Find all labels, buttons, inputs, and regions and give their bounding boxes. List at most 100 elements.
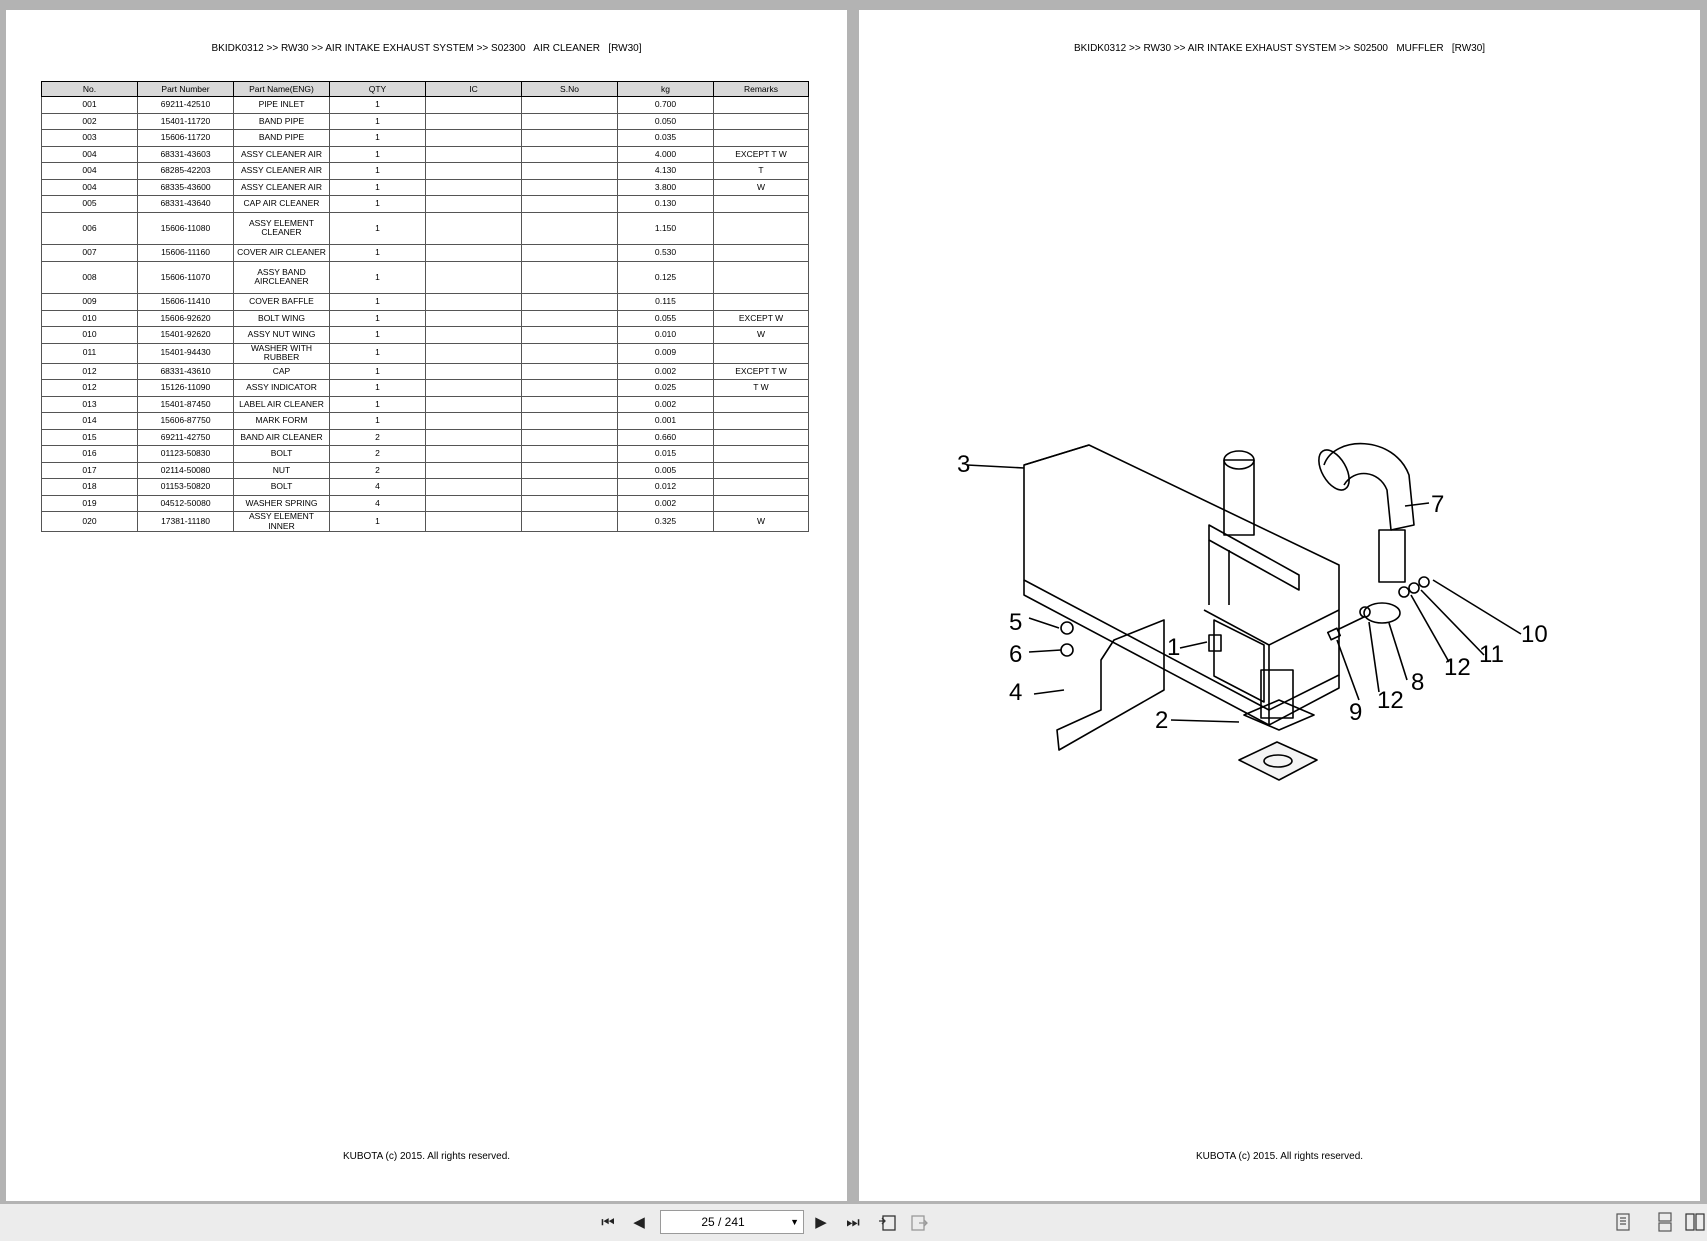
table-cell: 2: [329, 461, 426, 479]
viewer-toolbar: ⏮ ◀ 25 / 241 ▼ ▶ ⏭: [0, 1204, 1707, 1241]
table-cell: 68331-43610: [137, 362, 234, 380]
table-cell: [521, 178, 618, 196]
table-cell: [425, 478, 522, 496]
left-page: BKIDK0312 >> RW30 >> AIR INTAKE EXHAUST …: [6, 10, 847, 1201]
table-cell: 1: [329, 244, 426, 262]
table-cell: [713, 112, 809, 130]
table-cell: 1: [329, 178, 426, 196]
table-cell: [521, 511, 618, 532]
table-cell: [521, 379, 618, 397]
single-page-icon[interactable]: [1612, 1211, 1634, 1233]
table-cell: [521, 129, 618, 147]
fit-page-icon[interactable]: [876, 1211, 898, 1233]
table-cell: [521, 494, 618, 512]
table-cell: [713, 428, 809, 446]
table-cell: [713, 445, 809, 463]
table-cell: 1: [329, 129, 426, 147]
table-cell: [521, 96, 618, 114]
table-cell: 4: [329, 494, 426, 512]
table-cell: 001: [41, 96, 138, 114]
table-cell: 0.015: [617, 445, 714, 463]
table-cell: 016: [41, 445, 138, 463]
chevron-down-icon[interactable]: ▼: [790, 1217, 799, 1227]
table-cell: 17381-11180: [137, 511, 234, 532]
table-cell: [521, 211, 618, 245]
continuous-icon[interactable]: [1654, 1211, 1676, 1233]
table-cell: [521, 244, 618, 262]
table-cell: 4.130: [617, 162, 714, 180]
callout-6: 6: [1009, 641, 1022, 668]
table-cell: 15606-87750: [137, 412, 234, 430]
table-cell: 0.005: [617, 461, 714, 479]
table-cell: 68331-43603: [137, 145, 234, 163]
table-cell: 69211-42510: [137, 96, 234, 114]
table-cell: 04512-50080: [137, 494, 234, 512]
table-cell: 15606-11070: [137, 260, 234, 294]
table-cell: [425, 211, 522, 245]
table-cell: [425, 129, 522, 147]
table-cell: 1: [329, 395, 426, 413]
table-cell: 008: [41, 260, 138, 294]
table-cell: 012: [41, 362, 138, 380]
column-header: No.: [41, 81, 138, 97]
table-cell: 1: [329, 96, 426, 114]
table-cell: 006: [41, 211, 138, 245]
table-cell: 004: [41, 178, 138, 196]
table-cell: BAND PIPE: [233, 112, 330, 130]
table-cell: 014: [41, 412, 138, 430]
first-page-icon[interactable]: ⏮: [601, 1213, 615, 1231]
table-cell: [425, 309, 522, 327]
table-cell: [521, 195, 618, 213]
table-cell: 002: [41, 112, 138, 130]
table-cell: [713, 260, 809, 294]
table-cell: [521, 145, 618, 163]
table-cell: 0.002: [617, 362, 714, 380]
table-cell: [521, 342, 618, 364]
table-cell: [425, 195, 522, 213]
table-cell: 011: [41, 342, 138, 364]
table-cell: [425, 260, 522, 294]
table-cell: 68285-42203: [137, 162, 234, 180]
table-cell: BOLT: [233, 445, 330, 463]
table-cell: 018: [41, 478, 138, 496]
table-cell: W: [713, 511, 809, 532]
table-cell: [425, 362, 522, 380]
left-page-header: BKIDK0312 >> RW30 >> AIR INTAKE EXHAUST …: [211, 43, 642, 54]
table-cell: COVER AIR CLEANER: [233, 244, 330, 262]
table-cell: 1: [329, 379, 426, 397]
table-cell: 1: [329, 211, 426, 245]
two-page-icon[interactable]: [1684, 1211, 1706, 1233]
table-cell: W: [713, 326, 809, 344]
page-number-input[interactable]: 25 / 241 ▼: [660, 1210, 804, 1234]
fit-width-icon[interactable]: [908, 1211, 930, 1233]
table-cell: 009: [41, 293, 138, 311]
prev-page-icon[interactable]: ◀: [633, 1214, 645, 1231]
table-cell: 69211-42750: [137, 428, 234, 446]
table-cell: EXCEPT T W: [713, 362, 809, 380]
table-cell: 017: [41, 461, 138, 479]
callout-8: 8: [1411, 669, 1424, 696]
table-cell: 1: [329, 362, 426, 380]
table-cell: BOLT WING: [233, 309, 330, 327]
table-cell: 0.050: [617, 112, 714, 130]
table-cell: 3.800: [617, 178, 714, 196]
table-cell: [521, 260, 618, 294]
table-cell: 0.012: [617, 478, 714, 496]
table-cell: 1.150: [617, 211, 714, 245]
table-cell: [425, 445, 522, 463]
last-page-icon[interactable]: ⏭: [846, 1213, 860, 1231]
callout-7: 7: [1431, 491, 1444, 518]
table-cell: ASSY ELEMENT INNER: [233, 511, 330, 532]
table-cell: 15401-11720: [137, 112, 234, 130]
right-page: BKIDK0312 >> RW30 >> AIR INTAKE EXHAUST …: [859, 10, 1700, 1201]
table-cell: 1: [329, 293, 426, 311]
next-page-icon[interactable]: ▶: [815, 1214, 827, 1231]
column-header: Part Name(ENG): [233, 81, 330, 97]
table-cell: 01153-50820: [137, 478, 234, 496]
